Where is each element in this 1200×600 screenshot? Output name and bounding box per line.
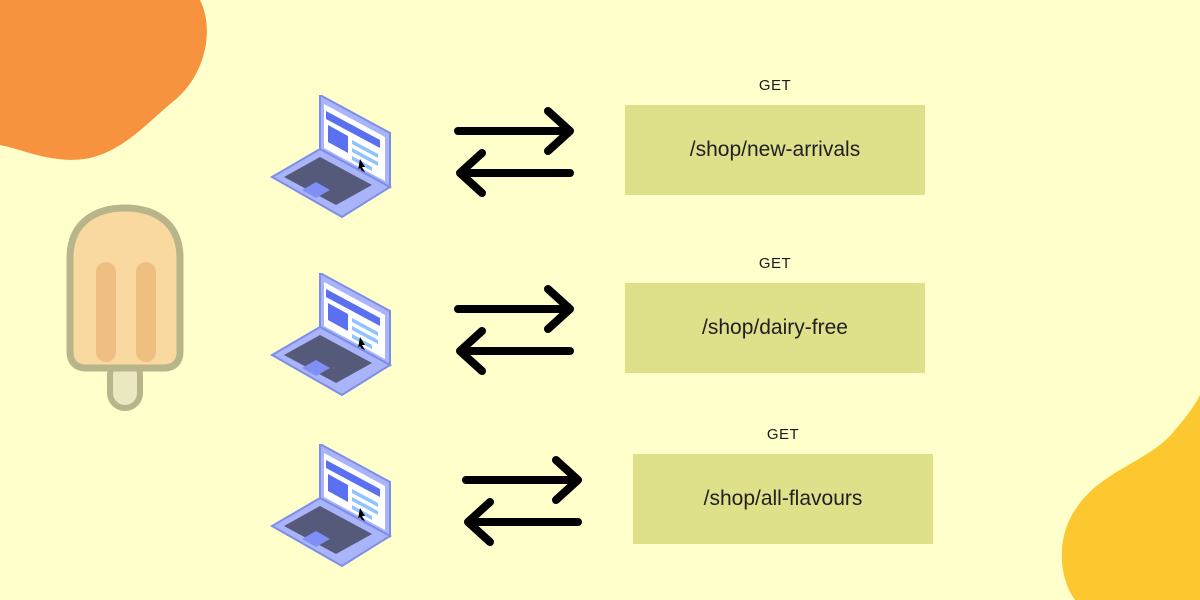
laptop-icon: [270, 444, 392, 568]
route-path: /shop/new-arrivals: [689, 138, 861, 161]
yellow-blob: [1061, 395, 1200, 600]
request-row-1: GET /shop/new-arrivals: [0, 77, 1200, 225]
request-response-arrows-icon: [454, 107, 574, 197]
http-method-label: GET: [758, 77, 792, 94]
route-box: /shop/new-arrivals: [625, 105, 925, 195]
route-box: /shop/dairy-free: [625, 283, 925, 373]
http-method-label: GET: [766, 426, 800, 443]
request-response-arrows-icon: [462, 456, 582, 546]
request-row-2: GET /shop/dairy-free: [0, 255, 1200, 403]
request-response-arrows-icon: [454, 285, 574, 375]
http-method-label: GET: [758, 255, 792, 272]
route-path: /shop/all-flavours: [703, 487, 863, 510]
request-row-3: GET /shop/all-flavours: [0, 426, 1200, 574]
popsicle-icon: [66, 204, 184, 411]
orange-blob: [0, 0, 207, 160]
laptop-icon: [270, 273, 392, 397]
route-path: /shop/dairy-free: [702, 316, 848, 339]
route-box: /shop/all-flavours: [633, 454, 933, 544]
laptop-icon: [270, 95, 392, 219]
